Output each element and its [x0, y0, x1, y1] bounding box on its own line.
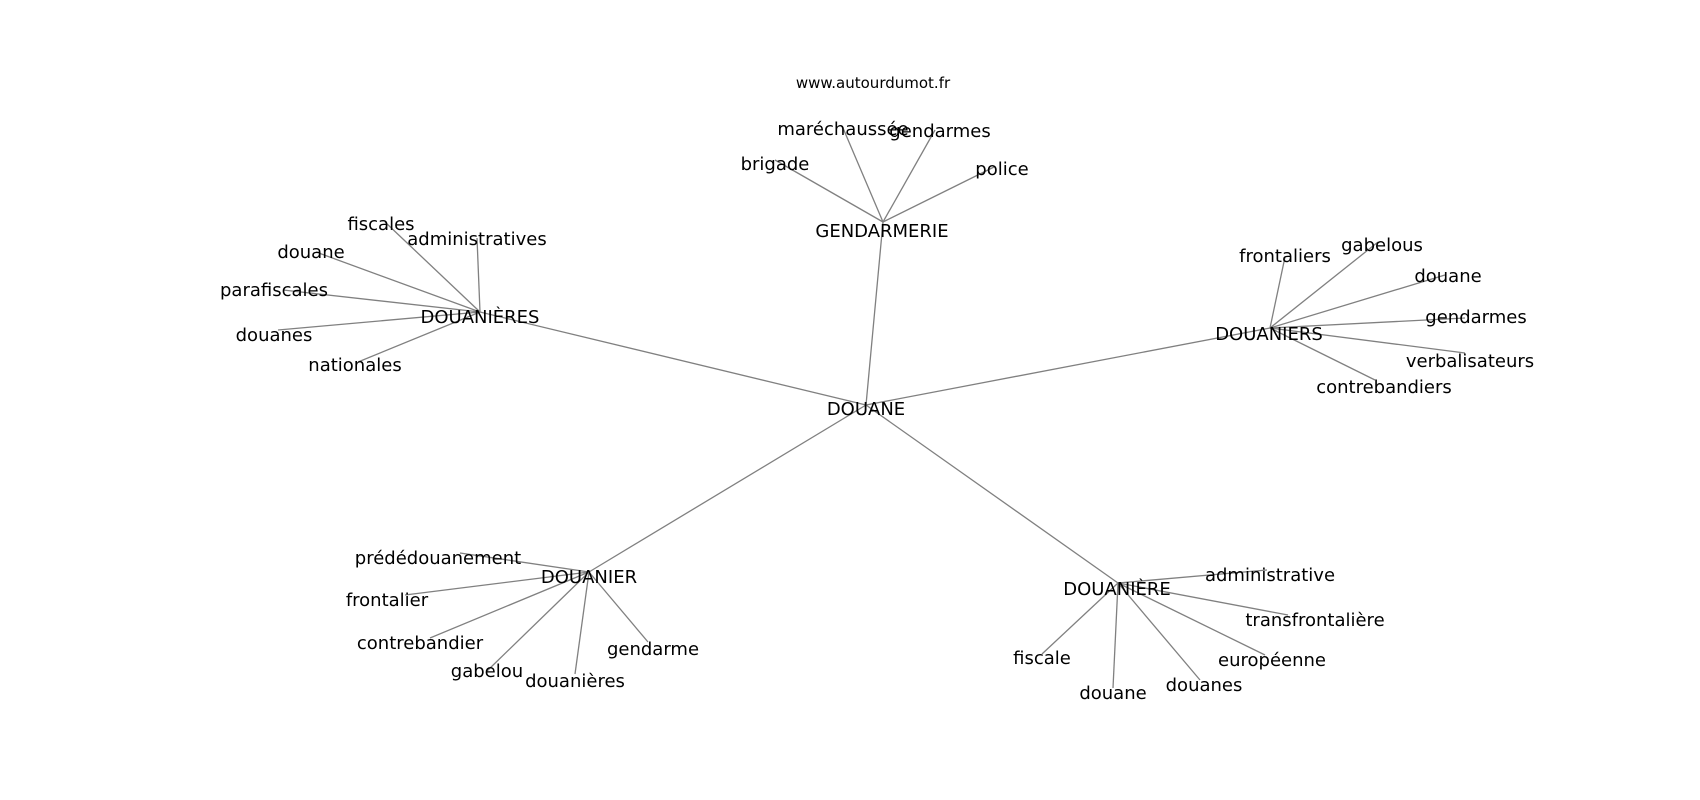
leaf-node-label[interactable]: verbalisateurs — [1406, 351, 1534, 372]
root-node-label[interactable]: DOUANE — [827, 399, 905, 420]
leaf-node-label[interactable]: police — [975, 159, 1028, 180]
edge-branch-leaf — [882, 129, 936, 223]
edge-root-branch — [865, 404, 1119, 584]
leaf-node-label[interactable]: contrebandier — [357, 633, 484, 654]
edges-layer — [277, 127, 1466, 689]
labels-layer: brigademaréchausséegendarmespoliceGENDAR… — [220, 119, 1534, 704]
edge-branch-leaf — [842, 127, 884, 223]
leaf-node-label[interactable]: maréchaussée — [777, 119, 908, 140]
edge-branch-leaf — [1269, 327, 1466, 354]
edge-branch-leaf — [1112, 582, 1119, 689]
edge-branch-leaf — [1117, 582, 1266, 656]
leaf-node-label[interactable]: européenne — [1218, 650, 1326, 671]
edge-branch-leaf — [1269, 327, 1376, 381]
leaf-node-label[interactable]: douane — [1414, 266, 1481, 287]
edge-root-branch — [479, 311, 867, 406]
edge-root-branch — [865, 327, 1271, 406]
leaf-node-label[interactable]: brigade — [741, 154, 810, 175]
edge-branch-leaf — [384, 221, 481, 313]
branch-node-label[interactable]: DOUANIER — [541, 567, 637, 588]
edge-branch-leaf — [588, 571, 649, 643]
leaf-node-label[interactable]: frontalier — [346, 590, 429, 611]
edge-branch-leaf — [476, 237, 481, 313]
edge-branch-leaf — [1269, 241, 1379, 329]
edge-branch-leaf — [1269, 274, 1446, 329]
leaf-node-label[interactable]: nationales — [308, 355, 401, 376]
leaf-node-label[interactable]: douanes — [236, 325, 313, 346]
edge-branch-leaf — [357, 311, 481, 363]
edge-branch-leaf — [1117, 569, 1268, 584]
edge-root-branch — [588, 404, 867, 573]
edge-branch-leaf — [277, 311, 481, 331]
leaf-node-label[interactable]: gendarmes — [1425, 307, 1526, 328]
edge-branch-leaf — [315, 251, 481, 313]
edge-branch-leaf — [459, 552, 590, 573]
leaf-node-label[interactable]: contrebandiers — [1316, 377, 1452, 398]
leaf-node-label[interactable]: gabelous — [1341, 235, 1423, 256]
edge-branch-leaf — [486, 571, 590, 672]
leaf-node-label[interactable]: frontaliers — [1239, 246, 1331, 267]
leaf-node-label[interactable]: douanières — [525, 671, 625, 692]
leaf-node-label[interactable]: gendarmes — [889, 121, 990, 142]
branch-node-label[interactable]: DOUANIÈRES — [421, 306, 540, 328]
leaf-node-label[interactable]: gendarme — [607, 639, 699, 660]
leaf-node-label[interactable]: administrative — [1205, 565, 1335, 586]
edge-root-branch — [865, 221, 884, 406]
edge-branch-leaf — [1041, 582, 1119, 655]
leaf-node-label[interactable]: administratives — [407, 229, 546, 250]
branch-node-label[interactable]: GENDARMERIE — [815, 221, 948, 242]
edge-branch-leaf — [282, 289, 481, 313]
leaf-node-label[interactable]: douane — [277, 242, 344, 263]
leaf-node-label[interactable]: prédédouanement — [355, 548, 521, 569]
edge-branch-leaf — [882, 166, 995, 223]
leaf-node-label[interactable]: fiscales — [347, 214, 414, 235]
leaf-node-label[interactable]: douane — [1079, 683, 1146, 704]
edge-branch-leaf — [1269, 317, 1466, 329]
edge-branch-leaf — [1269, 256, 1286, 329]
leaf-node-label[interactable]: parafiscales — [220, 280, 328, 301]
leaf-node-label[interactable]: douanes — [1166, 675, 1243, 696]
edge-branch-leaf — [774, 159, 884, 223]
leaf-node-label[interactable]: transfrontalière — [1245, 610, 1384, 631]
edge-branch-leaf — [429, 571, 590, 639]
source-label: www.autourdumot.fr — [796, 74, 951, 92]
leaf-node-label[interactable]: fiscale — [1013, 648, 1071, 669]
edge-branch-leaf — [574, 571, 590, 675]
edge-branch-leaf — [1117, 582, 1289, 616]
branch-node-label[interactable]: DOUANIÈRE — [1063, 578, 1171, 600]
edge-branch-leaf — [404, 571, 590, 596]
branch-node-label[interactable]: DOUANIERS — [1215, 324, 1323, 345]
edge-branch-leaf — [1117, 582, 1201, 681]
leaf-node-label[interactable]: gabelou — [451, 661, 523, 682]
